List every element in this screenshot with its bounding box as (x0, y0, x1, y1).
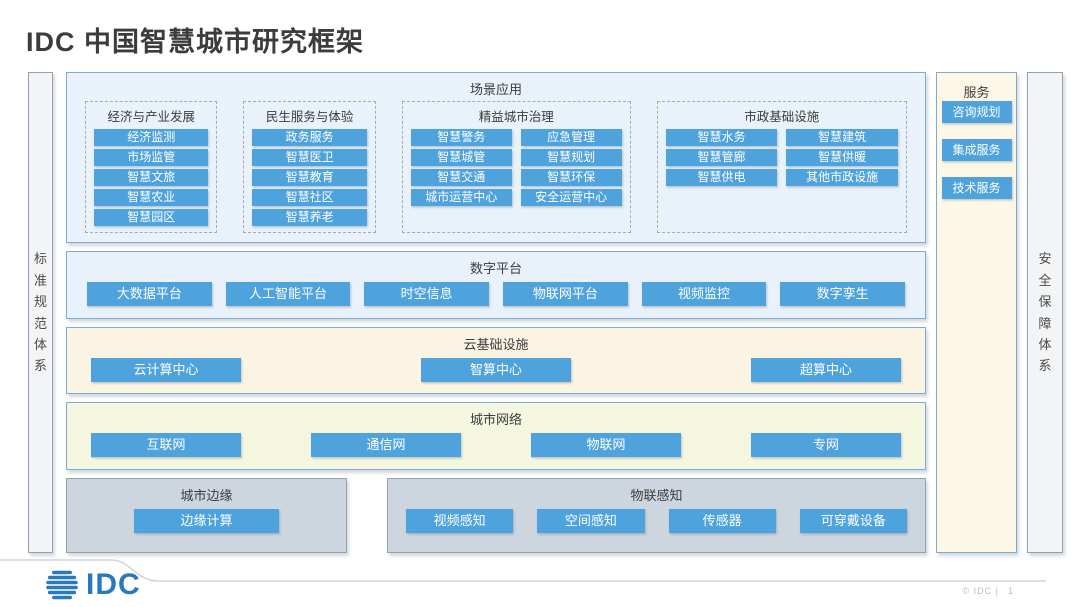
diagram-box: 智慧社区 (252, 189, 367, 206)
pillar-standards-label: 标准规范体系 (33, 251, 47, 374)
diagram-box: 智慧环保 (520, 169, 622, 186)
diagram-box: 时空信息 (364, 282, 489, 306)
edge-items: 边缘计算 (67, 504, 346, 534)
diagram-box: 智慧规划 (520, 149, 622, 166)
diagram-box: 智慧供暖 (786, 149, 898, 166)
bottom-row: 城市边缘 边缘计算 物联感知 视频感知 空间感知 传感器 可穿戴设备 (66, 478, 926, 553)
group-items: 政务服务 智慧医卫 智慧教育 智慧社区 智慧养老 (252, 129, 367, 226)
diagram-box: 智慧管廊 (665, 149, 778, 166)
layer-cloud-infrastructure: 云基础设施 云计算中心 智算中心 超算中心 (66, 326, 926, 394)
diagram-box: 其他市政设施 (786, 169, 898, 186)
pillar-standards: 标准规范体系 (28, 72, 53, 553)
diagram-box: 互联网 (91, 432, 241, 457)
diagram-box: 智慧交通 (410, 169, 512, 186)
page-title: IDC 中国智慧城市研究框架 (26, 27, 364, 57)
diagram-box: 云计算中心 (91, 357, 241, 382)
diagram-box: 咨询规划 (941, 101, 1012, 123)
layer-city-network: 城市网络 互联网 通信网 物联网 专网 (66, 401, 926, 471)
diagram-box: 城市运营中心 (410, 189, 512, 206)
idc-globe-icon (46, 570, 78, 600)
layer-iot-sensing: 物联感知 视频感知 空间感知 传感器 可穿戴设备 (387, 478, 926, 553)
layer-digital-platform: 数字平台 大数据平台 人工智能平台 时空信息 物联网平台 视频监控 数字孪生 (66, 251, 926, 319)
diagram-box: 通信网 (311, 432, 461, 457)
group-title: 市政基础设施 (744, 110, 820, 124)
diagram-box: 智慧教育 (252, 169, 367, 186)
diagram-box: 大数据平台 (87, 282, 212, 306)
diagram-box: 政务服务 (252, 129, 367, 146)
scenario-group-economy: 经济与产业发展 经济监测 市场监管 智慧文旅 智慧农业 智慧园区 (85, 101, 218, 233)
diagram-box: 智慧园区 (94, 209, 209, 226)
diagram-box: 技术服务 (941, 177, 1012, 199)
diagram-box: 智慧医卫 (252, 149, 367, 166)
scenario-group-municipal: 市政基础设施 智慧水务 智慧建筑 智慧管廊 智慧供暖 智慧供电 其他市政设施 (656, 101, 907, 233)
diagram-box: 智慧养老 (252, 209, 367, 226)
scenario-group-livelihood: 民生服务与体验 政务服务 智慧医卫 智慧教育 智慧社区 智慧养老 (243, 101, 376, 233)
cloud-items: 云计算中心 智算中心 超算中心 (67, 353, 925, 382)
diagram-main-column: 场景应用 经济与产业发展 经济监测 市场监管 智慧文旅 智慧农业 智慧园区 民生… (66, 72, 926, 553)
group-items: 智慧水务 智慧建筑 智慧管廊 智慧供暖 智慧供电 其他市政设施 (665, 129, 898, 186)
diagram-box: 空间感知 (537, 509, 645, 534)
diagram-box: 传感器 (668, 509, 776, 534)
diagram-box: 人工智能平台 (225, 282, 351, 306)
diagram-box: 应急管理 (520, 129, 622, 146)
diagram-box: 物联网 (531, 432, 681, 457)
diagram-box: 专网 (751, 432, 901, 457)
layer-title: 物联感知 (630, 488, 683, 504)
diagram-box: 物联网平台 (502, 282, 628, 306)
layer-title: 场景应用 (469, 82, 522, 97)
layer-scenario-applications: 场景应用 经济与产业发展 经济监测 市场监管 智慧文旅 智慧农业 智慧园区 民生… (66, 72, 926, 243)
diagram-box: 视频感知 (406, 509, 514, 534)
pillar-security: 安全保障体系 (1027, 72, 1063, 553)
diagram-box: 智慧文旅 (94, 169, 209, 186)
diagram-box: 市场监管 (94, 149, 209, 166)
pillar-services: 服务 咨询规划 集成服务 技术服务 (936, 72, 1017, 553)
diagram-box: 智算中心 (421, 357, 571, 382)
diagram-box: 智慧供电 (665, 169, 778, 186)
group-items: 智慧警务 应急管理 智慧城管 智慧规划 智慧交通 智慧环保 城市运营中心 安全运… (410, 129, 622, 206)
diagram-box: 智慧农业 (94, 189, 209, 206)
diagram-box: 视频监控 (641, 282, 767, 306)
idc-logo-text: IDC (86, 568, 141, 601)
diagram-box: 智慧建筑 (786, 129, 898, 146)
pillar-security-label: 安全保障体系 (1038, 251, 1052, 374)
layer-title: 云基础设施 (463, 336, 529, 352)
group-items: 经济监测 市场监管 智慧文旅 智慧农业 智慧园区 (94, 129, 209, 226)
framework-diagram: 标准规范体系 场景应用 经济与产业发展 经济监测 市场监管 智慧文旅 智慧农业 … (28, 72, 1063, 553)
diagram-box: 边缘计算 (134, 509, 279, 534)
digital-platform-items: 大数据平台 人工智能平台 时空信息 物联网平台 视频监控 数字孪生 (67, 277, 925, 306)
diagram-box: 集成服务 (941, 139, 1012, 161)
diagram-box: 安全运营中心 (520, 189, 622, 206)
diagram-box: 智慧警务 (410, 129, 512, 146)
diagram-box: 智慧城管 (410, 149, 512, 166)
diagram-box: 可穿戴设备 (799, 509, 907, 534)
layer-title: 城市网络 (469, 411, 522, 427)
group-title: 精益城市治理 (478, 110, 554, 124)
network-items: 互联网 通信网 物联网 专网 (67, 428, 925, 457)
footer-meta: © IDC | 1 (963, 586, 1015, 596)
diagram-box: 经济监测 (94, 129, 209, 146)
group-title: 经济与产业发展 (107, 110, 195, 124)
scenario-group-governance: 精益城市治理 智慧警务 应急管理 智慧城管 智慧规划 智慧交通 智慧环保 城市运… (401, 101, 631, 233)
layer-city-edge: 城市边缘 边缘计算 (66, 478, 347, 553)
diagram-box: 数字孪生 (780, 282, 905, 306)
scenario-groups-row: 经济与产业发展 经济监测 市场监管 智慧文旅 智慧农业 智慧园区 民生服务与体验… (67, 98, 925, 242)
diagram-box: 超算中心 (751, 357, 901, 382)
group-title: 民生服务与体验 (265, 110, 354, 124)
layer-title: 数字平台 (469, 261, 522, 276)
iot-items: 视频感知 空间感知 传感器 可穿戴设备 (388, 504, 925, 534)
idc-logo: IDC (44, 567, 141, 603)
layer-title: 城市边缘 (180, 488, 233, 504)
diagram-box: 智慧水务 (665, 129, 778, 146)
pillar-services-title: 服务 (963, 85, 990, 100)
page-number: 1 (1007, 586, 1014, 596)
footer-divider-line (0, 559, 1046, 582)
copyright-text: © IDC | (962, 586, 999, 596)
